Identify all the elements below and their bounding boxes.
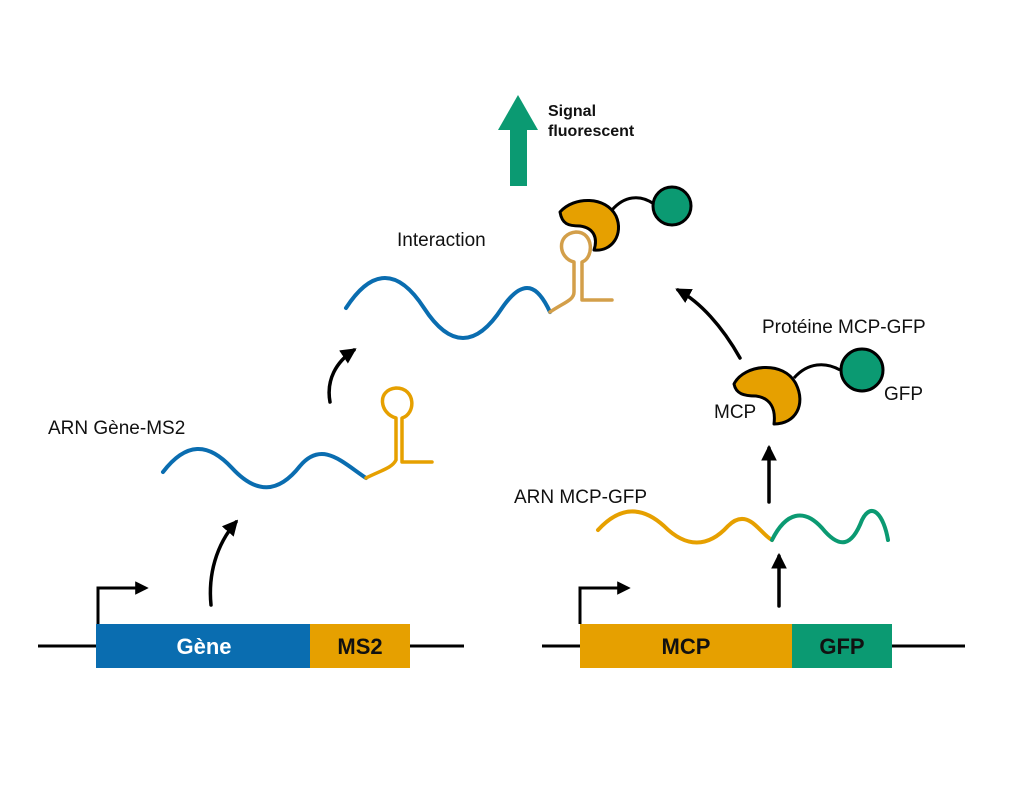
process-arrows [208, 288, 787, 608]
mcp-small-label: MCP [714, 402, 756, 423]
mcp-protein-right [732, 366, 802, 426]
gene-segment [96, 624, 310, 668]
rna-wave-left [161, 447, 368, 490]
fluorescent-signal-arrow [498, 95, 538, 186]
mcp-segment [580, 624, 792, 668]
gene-ms2-construct [38, 581, 464, 668]
arrow-to-interaction [675, 288, 742, 360]
rna-wave-orange [596, 509, 774, 545]
gfp-protein-right [839, 347, 885, 393]
ms2-stem-loop-left [364, 386, 434, 480]
mcp-segment-label: MCP [662, 634, 711, 659]
mcp-protein-top [558, 199, 620, 252]
ms2-stem-loop-top [548, 230, 614, 314]
gfp-protein-top [651, 185, 693, 227]
rna-wave-top [344, 276, 552, 340]
signal-label-line1: Signal [548, 103, 596, 120]
ms2-segment [310, 624, 410, 668]
promoter-right [578, 581, 631, 624]
free-mcp-gfp-protein [732, 347, 885, 426]
arn-gene-ms2-label: ARN Gène-MS2 [48, 418, 185, 439]
rna-wave-green [770, 509, 890, 545]
arn-mcp-gfp-label: ARN MCP-GFP [514, 487, 647, 508]
bound-rna-mcp-gfp-complex [344, 185, 693, 340]
gfp-small-label: GFP [884, 384, 923, 405]
rna-mcp-gfp [596, 509, 890, 545]
gfp-segment-label: GFP [819, 634, 864, 659]
gene-segment-label: Gène [176, 634, 231, 659]
gfp-segment [792, 624, 892, 668]
proteine-mcp-gfp-label: Protéine MCP-GFP [762, 317, 926, 338]
mcp-gfp-construct [542, 581, 965, 668]
interaction-label: Interaction [397, 230, 486, 251]
ms2-segment-label: MS2 [337, 634, 382, 659]
arrow-transcription-left [208, 519, 239, 607]
signal-label-line2: fluorescent [548, 123, 635, 140]
rna-gene-ms2 [161, 386, 434, 490]
promoter-left [96, 581, 149, 624]
arrow-maturation-left [327, 348, 357, 404]
